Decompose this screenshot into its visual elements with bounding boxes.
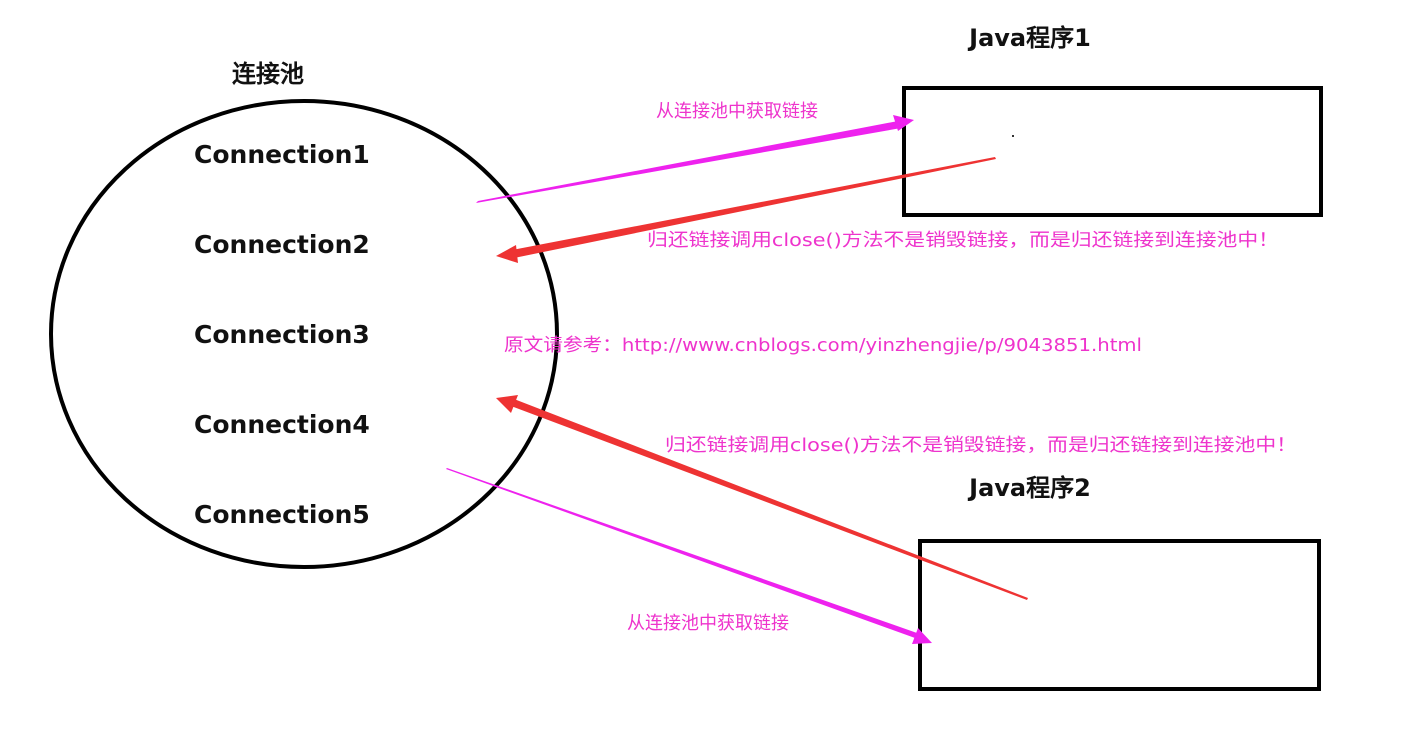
return-label-top: 归还链接调用close()方法不是销毁链接，而是归还链接到连接池中！ xyxy=(647,230,1279,251)
program-2-title: Java程序2 xyxy=(967,474,1091,502)
get-arrow-bottom-shaft xyxy=(446,468,917,638)
get-label-top: 从连接池中获取链接 xyxy=(656,101,818,122)
program-1-title: Java程序1 xyxy=(967,24,1091,52)
get-label-bottom: 从连接池中获取链接 xyxy=(627,613,789,634)
connection-item-1: Connection1 xyxy=(194,140,370,169)
program-1-dot xyxy=(1012,135,1014,137)
return-arrow-top-head xyxy=(496,245,518,263)
get-arrow-top-head xyxy=(893,115,914,131)
program-2-box xyxy=(918,539,1321,691)
connection-pool-circle xyxy=(49,99,559,569)
connection-item-4: Connection4 xyxy=(194,410,370,439)
connection-item-3: Connection3 xyxy=(194,320,370,349)
return-arrow-bottom-shaft xyxy=(511,399,1028,600)
return-arrow-top-shaft xyxy=(512,157,996,258)
reference-label: 原文请参考：http://www.cnblogs.com/yinzhengjie… xyxy=(504,335,1142,356)
return-arrow-bottom-head xyxy=(496,395,518,413)
connection-item-2: Connection2 xyxy=(194,230,370,259)
return-label-bottom: 归还链接调用close()方法不是销毁链接，而是归还链接到连接池中！ xyxy=(665,435,1297,456)
program-1-box xyxy=(902,86,1323,217)
connection-item-5: Connection5 xyxy=(194,500,370,529)
get-arrow-top-shaft xyxy=(476,121,901,203)
pool-title: 连接池 xyxy=(232,60,304,88)
get-arrow-bottom-head xyxy=(912,628,932,644)
